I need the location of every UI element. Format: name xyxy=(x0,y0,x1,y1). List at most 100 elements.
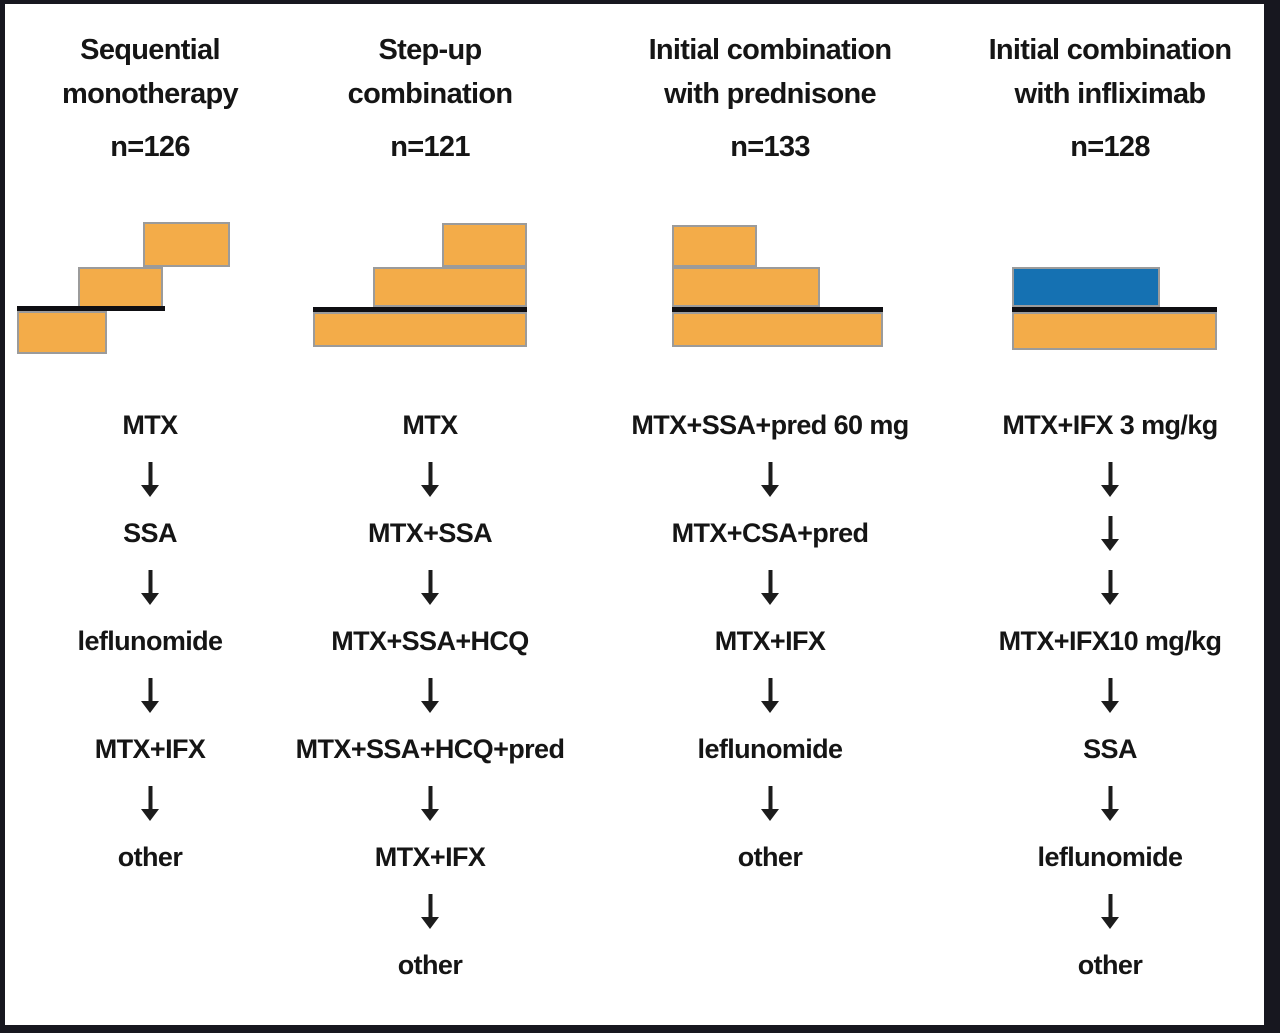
column-n-count: n=128 xyxy=(1070,131,1150,163)
treatment-baseline xyxy=(313,307,527,312)
down-arrow-icon xyxy=(1101,570,1119,605)
down-arrow-icon xyxy=(1101,678,1119,713)
step-slot: leflunomide xyxy=(10,614,290,668)
down-arrow-icon xyxy=(1101,516,1119,551)
step-slot xyxy=(10,668,290,722)
step-slot: leflunomide xyxy=(950,830,1264,884)
treatment-step-label: MTX+SSA+pred 60 mg xyxy=(631,409,909,440)
treatment-block-orange xyxy=(143,222,230,267)
treatment-step-label: leflunomide xyxy=(697,733,844,764)
column-title-line: with prednisone xyxy=(664,78,877,110)
step-slot xyxy=(610,668,930,722)
treatment-step-label: MTX xyxy=(402,409,458,440)
down-arrow-icon xyxy=(141,786,159,821)
step-slot xyxy=(290,884,570,938)
treatment-step-label: leflunomide xyxy=(1037,841,1184,872)
down-arrow-icon xyxy=(141,678,159,713)
step-slot xyxy=(290,776,570,830)
treatment-step-label: other xyxy=(397,949,463,980)
treatment-step-label: MTX+IFX xyxy=(374,841,486,872)
treatment-step-label: MTX+SSA+HCQ xyxy=(331,625,529,656)
step-slot xyxy=(950,452,1264,506)
block-figure xyxy=(610,216,930,376)
step-slot xyxy=(290,560,570,614)
down-arrow-icon xyxy=(761,462,779,497)
step-slot: other xyxy=(290,938,570,992)
treatment-step-label: other xyxy=(1077,949,1143,980)
step-slot xyxy=(610,560,930,614)
step-slot: MTX+SSA+pred 60 mg xyxy=(610,398,930,452)
treatment-step-label: other xyxy=(737,841,803,872)
column-header: Initial combination with infliximab n=12… xyxy=(950,28,1264,169)
step-slot: MTX+IFX 3 mg/kg xyxy=(950,398,1264,452)
down-arrow-icon xyxy=(761,786,779,821)
column-n-count: n=133 xyxy=(730,131,810,163)
treatment-block-orange xyxy=(672,225,757,267)
step-slot: MTX+IFX10 mg/kg xyxy=(950,614,1264,668)
column-title-line: Step-up xyxy=(378,34,482,66)
block-figure xyxy=(290,216,570,376)
treatment-step-label: SSA xyxy=(123,517,177,548)
down-arrow-icon xyxy=(141,570,159,605)
step-slot: MTX+IFX xyxy=(290,830,570,884)
treatment-block-blue xyxy=(1012,267,1160,307)
down-arrow-icon xyxy=(761,678,779,713)
treatment-step-label: MTX+IFX 3 mg/kg xyxy=(1002,409,1218,440)
down-arrow-icon xyxy=(421,894,439,929)
column-title-line: monotherapy xyxy=(62,78,239,110)
treatment-step-label: MTX+IFX xyxy=(714,625,826,656)
step-slot xyxy=(610,452,930,506)
step-slot xyxy=(290,452,570,506)
step-slot: MTX xyxy=(10,398,290,452)
treatment-step-label: MTX xyxy=(122,409,178,440)
step-slot xyxy=(610,938,930,992)
treatment-step-label: leflunomide xyxy=(77,625,224,656)
block-figure xyxy=(10,216,290,376)
column-title-line: combination xyxy=(347,78,513,110)
treatment-step-label: MTX+CSA+pred xyxy=(671,517,869,548)
treatment-step-label: MTX+SSA+HCQ+pred xyxy=(295,733,565,764)
treatment-block-orange xyxy=(1012,312,1217,350)
column-header: Step-up combination n=121 xyxy=(290,28,570,169)
step-slot: leflunomide xyxy=(610,722,930,776)
down-arrow-icon xyxy=(421,786,439,821)
down-arrow-icon xyxy=(421,570,439,605)
column-header: Initial combination with prednisone n=13… xyxy=(610,28,930,169)
step-slot xyxy=(610,776,930,830)
down-arrow-icon xyxy=(421,678,439,713)
step-slot xyxy=(10,560,290,614)
column-header: Sequential monotherapy n=126 xyxy=(10,28,290,169)
column-title-line: Initial combination xyxy=(988,34,1233,66)
treatment-block-orange xyxy=(78,267,163,308)
step-slot xyxy=(10,884,290,938)
treatment-step-label: other xyxy=(117,841,183,872)
treatment-step-label: MTX+IFX10 mg/kg xyxy=(998,625,1222,656)
treatment-baseline xyxy=(1012,307,1217,312)
step-slot xyxy=(950,884,1264,938)
column-title-line: Sequential xyxy=(80,34,220,66)
step-slot xyxy=(950,776,1264,830)
step-slot: SSA xyxy=(10,506,290,560)
column-title-line: Initial combination xyxy=(648,34,893,66)
step-slot: MTX+SSA+HCQ xyxy=(290,614,570,668)
treatment-block-orange xyxy=(672,312,883,347)
step-slot: other xyxy=(950,938,1264,992)
step-slot xyxy=(10,938,290,992)
step-slot xyxy=(610,884,930,938)
step-slot xyxy=(950,560,1264,614)
treatment-step-label: SSA xyxy=(1083,733,1137,764)
treatment-baseline xyxy=(17,306,165,311)
step-slot xyxy=(290,668,570,722)
step-slot: MTX xyxy=(290,398,570,452)
down-arrow-icon xyxy=(1101,786,1119,821)
block-figure xyxy=(950,216,1264,376)
step-slot: MTX+IFX xyxy=(10,722,290,776)
treatment-step-label: MTX+IFX xyxy=(94,733,206,764)
step-slot: SSA xyxy=(950,722,1264,776)
down-arrow-icon xyxy=(761,570,779,605)
